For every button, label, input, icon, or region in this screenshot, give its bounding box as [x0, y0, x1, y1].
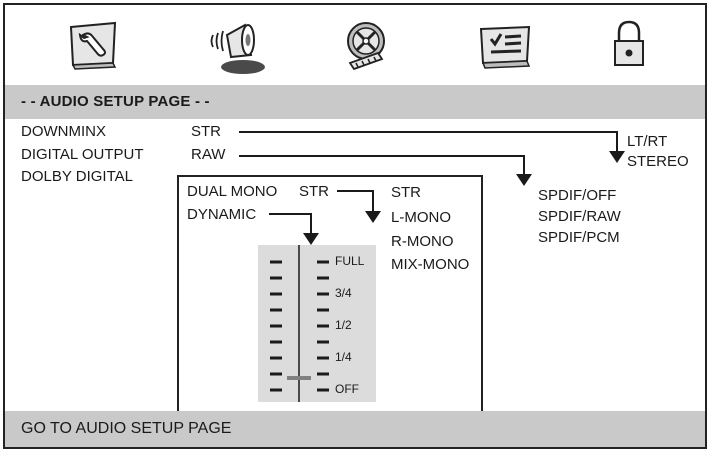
speaker-icon — [210, 23, 265, 74]
digital-output-value[interactable]: RAW — [191, 146, 226, 163]
tab-password[interactable] — [609, 17, 665, 73]
dynamic-level-off: OFF — [335, 382, 359, 396]
slider-knob[interactable] — [287, 376, 311, 380]
dynamic-range-slider[interactable] — [5, 5, 705, 405]
dual-mono-option-mix-mono[interactable]: MIX-MONO — [391, 256, 470, 273]
setup-window: - - AUDIO SETUP PAGE - - DOWNMINX STR DI… — [3, 3, 707, 449]
dynamic-level-quarter: 1/4 — [335, 350, 352, 364]
status-text: GO TO AUDIO SETUP PAGE — [21, 420, 232, 437]
dynamic-label[interactable]: DYNAMIC — [187, 206, 257, 223]
tab-general-setup[interactable] — [63, 17, 119, 73]
tab-audio-setup[interactable] — [205, 17, 265, 74]
dual-mono-value[interactable]: STR — [299, 183, 329, 200]
downmix-option-stereo[interactable]: STEREO — [627, 153, 689, 170]
dynamic-level-three-quarter: 3/4 — [335, 286, 352, 300]
status-bar: GO TO AUDIO SETUP PAGE — [5, 411, 705, 447]
digital-output-option-spdif-raw[interactable]: SPDIF/RAW — [538, 208, 621, 225]
menu-connector-lines — [239, 131, 625, 245]
dynamic-level-half: 1/2 — [335, 318, 352, 332]
tab-preference[interactable] — [475, 17, 531, 73]
digital-output-label[interactable]: DIGITAL OUTPUT — [21, 146, 144, 163]
dual-mono-option-r-mono[interactable]: R-MONO — [391, 233, 454, 250]
dual-mono-option-str[interactable]: STR — [391, 184, 421, 201]
dolby-digital-label[interactable]: DOLBY DIGITAL — [21, 168, 133, 185]
lock-icon — [614, 20, 644, 66]
downmix-label[interactable]: DOWNMINX — [21, 123, 106, 140]
dual-mono-label[interactable]: DUAL MONO — [187, 183, 278, 200]
dynamic-level-full: FULL — [335, 254, 365, 268]
wrench-icon — [69, 21, 117, 70]
checklist-icon — [479, 25, 531, 69]
film-reel-icon — [347, 22, 385, 71]
digital-output-option-spdif-pcm[interactable]: SPDIF/PCM — [538, 229, 620, 246]
page-title: - - AUDIO SETUP PAGE - - — [21, 93, 210, 110]
downmix-option-ltrt[interactable]: LT/RT — [627, 133, 668, 150]
dual-mono-option-l-mono[interactable]: L-MONO — [391, 209, 451, 226]
digital-output-option-spdif-off[interactable]: SPDIF/OFF — [538, 187, 617, 204]
downmix-value[interactable]: STR — [191, 123, 221, 140]
page-header: - - AUDIO SETUP PAGE - - — [5, 85, 705, 119]
tab-video-setup[interactable] — [338, 17, 394, 73]
setup-tab-bar — [5, 5, 705, 85]
